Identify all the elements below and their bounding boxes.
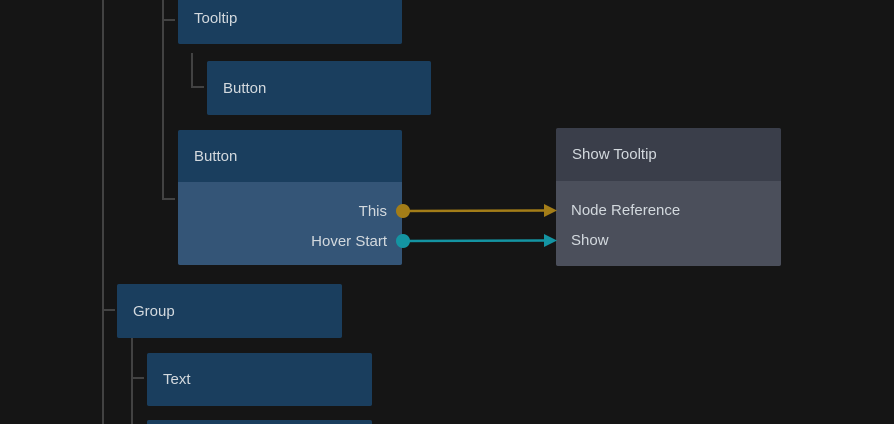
tree-node-text[interactable]: Text — [147, 353, 372, 406]
tree-tick-group — [102, 309, 115, 311]
tree-node-group[interactable]: Group — [117, 284, 342, 338]
output-port-hover-start-label: Hover Start — [311, 232, 387, 250]
tree-node-partial-bottom[interactable] — [147, 420, 372, 424]
output-port-dot-hover-start[interactable] — [396, 234, 410, 248]
tree-guide-line-group-branch — [131, 338, 133, 424]
tree-node-button-main[interactable]: Button This Hover Start — [178, 130, 402, 265]
wire-arrowhead-show — [544, 234, 557, 247]
tree-node-button-child[interactable]: Button — [207, 61, 431, 115]
output-port-dot-this[interactable] — [396, 204, 410, 218]
tree-tick-button-main — [162, 198, 175, 200]
show-tooltip-inputs-body: Node Reference Show — [556, 181, 781, 266]
action-node-title: Show Tooltip — [572, 146, 657, 163]
tree-node-button-child-label: Button — [223, 79, 267, 97]
output-port-row-this[interactable]: This — [178, 196, 402, 226]
input-port-node-reference-label: Node Reference — [571, 201, 681, 219]
input-port-row-node-reference[interactable]: Node Reference — [556, 195, 781, 225]
tree-node-text-label: Text — [163, 371, 191, 388]
wire-hover-start-to-show[interactable] — [402, 239, 548, 243]
tree-tick-button-child — [191, 86, 204, 88]
tree-tick-text — [131, 377, 144, 379]
tree-guide-line-tooltip-branch — [162, 0, 164, 200]
wire-this-to-node-reference[interactable] — [402, 209, 548, 213]
button-main-ports-body: This Hover Start — [178, 182, 402, 265]
tree-node-button-main-label: Button — [194, 147, 238, 165]
action-node-show-tooltip[interactable]: Show Tooltip Node Reference Show — [556, 128, 781, 266]
input-port-show-label: Show — [571, 231, 609, 249]
input-port-row-show[interactable]: Show — [556, 225, 781, 255]
tree-node-group-label: Group — [133, 302, 175, 320]
tree-node-tooltip[interactable]: Tooltip — [178, 0, 402, 44]
tree-node-tooltip-label: Tooltip — [194, 10, 238, 27]
output-port-row-hover-start[interactable]: Hover Start — [178, 226, 402, 256]
tree-tick-tooltip — [162, 19, 175, 21]
wire-arrowhead-node-reference — [544, 204, 557, 217]
tree-guide-line-root — [102, 0, 104, 424]
output-port-this-label: This — [358, 202, 387, 220]
tree-guide-line-button-child — [191, 53, 193, 88]
